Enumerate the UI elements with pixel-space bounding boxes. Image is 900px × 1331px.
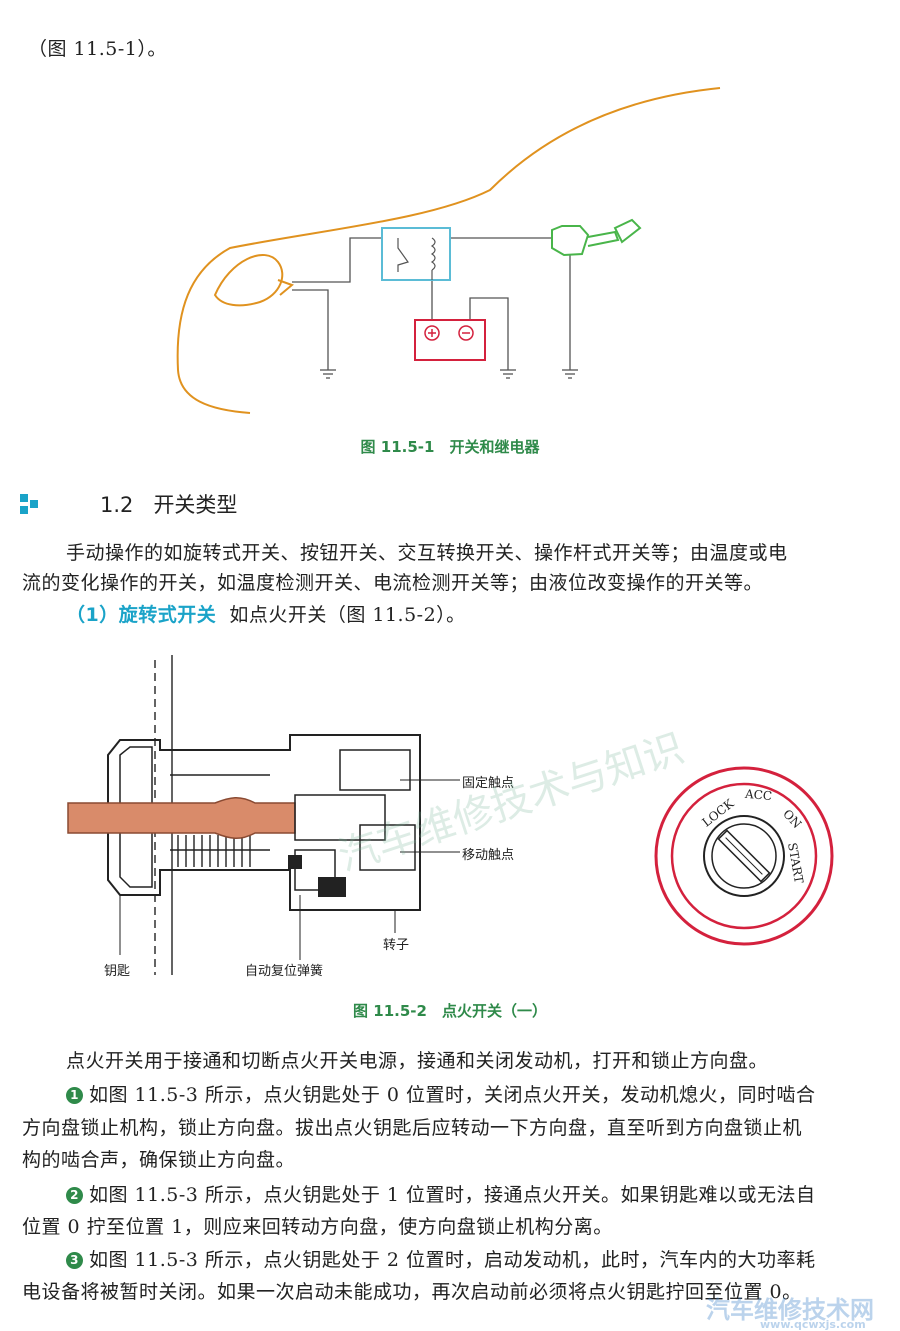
- label-rotor: 转子: [383, 938, 410, 953]
- section-heading: 1.2 开关类型: [100, 489, 237, 519]
- headlamp: [213, 254, 284, 307]
- switch-relay-diagram: [176, 87, 721, 414]
- label-moving-contact: 移动触点: [462, 848, 515, 863]
- figure2-caption: 图 11.5-2 点火开关（一）: [353, 1002, 547, 1020]
- point-3-badge: 3: [66, 1252, 83, 1269]
- section-marker-icon: [20, 494, 38, 514]
- section-title: 开关类型: [153, 493, 238, 517]
- ground-symbol-2: [500, 369, 516, 379]
- corner-watermark-url: www.qcwxjs.com: [760, 1318, 866, 1331]
- switch-housing: [107, 734, 421, 911]
- label-key: 钥匙: [104, 964, 131, 979]
- item1: （1）旋转式开关 如点火开关（图 11.5-2）。: [66, 600, 466, 630]
- point-1-line2: 方向盘锁止机构，锁止方向盘。拔出点火钥匙后应转动一下方向盘，直至听到方向盘锁止机: [22, 1117, 803, 1139]
- para1-line1: 手动操作的如旋转式开关、按钮开关、交互转换开关、操作杆式开关等；由温度或电: [66, 542, 788, 564]
- switch-lever: [551, 225, 590, 257]
- label-return-spring: 自动复位弹簧: [245, 964, 324, 979]
- para2: 点火开关用于接通和切断点火开关电源，接通和关闭发动机，打开和锁止方向盘。: [66, 1050, 769, 1072]
- corner-watermark-title: 汽车维修技术网: [706, 1296, 874, 1324]
- dial-acc: ACC: [744, 786, 773, 804]
- item1-heading: （1）旋转式开关: [66, 604, 217, 626]
- relay-box: [381, 227, 451, 281]
- section-number: 1.2: [100, 493, 134, 517]
- ignition-dial: [654, 766, 834, 946]
- return-spring: [170, 774, 270, 867]
- battery: [414, 319, 486, 361]
- item1-text: 如点火开关（图 11.5-2）。: [229, 604, 466, 626]
- point-2-badge: 2: [66, 1187, 83, 1204]
- car-outline: [176, 87, 721, 414]
- top-reference: （图 11.5-1）。: [28, 38, 167, 60]
- point-3-line2: 电设备将被暂时关闭。如果一次启动未能成功，再次启动前必须将点火钥匙拧回至位置 0…: [22, 1281, 802, 1303]
- key-shaft: [67, 797, 296, 839]
- point-1-badge: 1: [66, 1087, 83, 1104]
- point-1-line3: 构的啮合声，确保锁止方向盘。: [22, 1149, 296, 1171]
- ground-symbol-1: [320, 369, 336, 379]
- para1-line2: 流的变化操作的开关，如温度检测开关、电流检测开关等；由液位改变操作的开关等。: [22, 572, 764, 594]
- figure1-caption: 图 11.5-1 开关和继电器: [360, 438, 540, 456]
- point-2-line2: 位置 0 拧至位置 1，则应来回转动方向盘，使方向盘锁止机构分离。: [22, 1216, 613, 1238]
- ignition-switch-section: [67, 655, 460, 975]
- ground-symbol-3: [562, 369, 578, 379]
- label-fixed-contact: 固定触点: [462, 776, 515, 791]
